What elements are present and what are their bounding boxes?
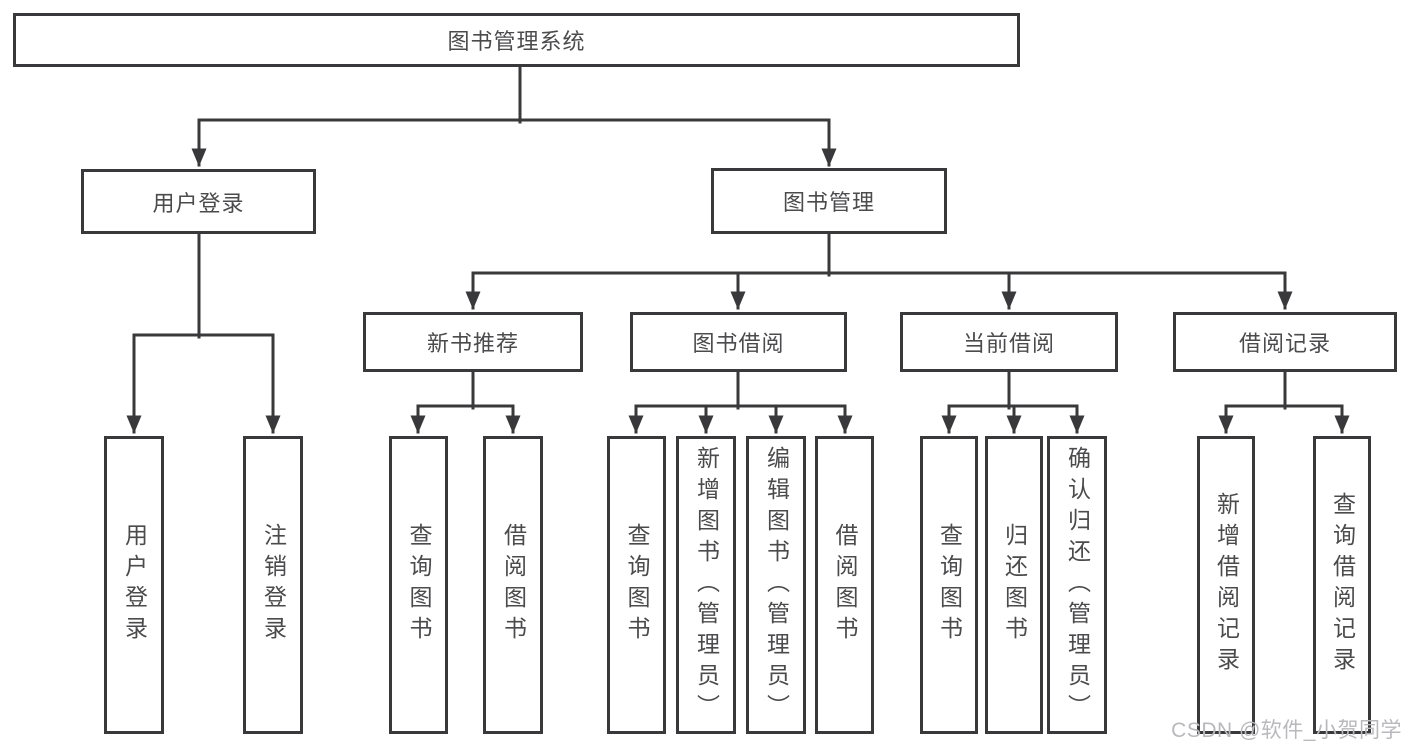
leaf-user-login-label: 用户登录: [121, 523, 148, 647]
leaf-borrow-books-borrowing-label: 借阅图书: [832, 523, 858, 647]
leaf-query-books-recommend: 查询图书: [389, 436, 448, 734]
node-user-login-label: 用户登录: [152, 190, 245, 216]
leaf-query-books-borrowing-label: 查询图书: [624, 523, 650, 647]
leaf-borrow-books-recommend-label: 借阅图书: [500, 523, 527, 647]
node-current-borrowing-label: 当前借阅: [962, 331, 1055, 356]
node-library-system-label: 图书管理系统: [447, 29, 586, 54]
node-new-book-recommendation-label: 新书推荐: [426, 331, 519, 356]
node-library-system: 图书管理系统: [13, 13, 1020, 67]
leaf-confirm-return-admin-label: 确认归还（管理员）: [1064, 445, 1091, 725]
leaf-user-login: 用户登录: [104, 436, 164, 734]
leaf-logout-login: 注销登录: [243, 436, 303, 734]
watermark: CSDN @软件_小贺同学: [1171, 719, 1402, 742]
node-current-borrowing: 当前借阅: [900, 312, 1118, 372]
node-user-login: 用户登录: [81, 169, 316, 234]
leaf-return-book: 归还图书: [985, 436, 1043, 734]
leaf-add-book-admin: 新增图书（管理员）: [676, 436, 736, 734]
leaf-borrow-books-borrowing: 借阅图书: [815, 436, 874, 734]
node-borrowing-records-label: 借阅记录: [1238, 331, 1331, 356]
node-new-book-recommendation: 新书推荐: [363, 312, 583, 372]
node-book-borrowing: 图书借阅: [630, 312, 847, 372]
leaf-confirm-return-admin: 确认归还（管理员）: [1047, 436, 1107, 734]
leaf-logout-login-label: 注销登录: [260, 523, 287, 647]
leaf-query-borrow-record: 查询借阅记录: [1313, 436, 1371, 734]
node-book-management-label: 图书管理: [782, 190, 875, 215]
leaf-query-books-borrowing: 查询图书: [607, 436, 666, 734]
leaf-add-book-admin-label: 新增图书（管理员）: [693, 445, 720, 725]
node-book-borrowing-label: 图书借阅: [692, 331, 785, 356]
leaf-borrow-books-recommend: 借阅图书: [483, 436, 543, 734]
leaf-query-books-recommend-label: 查询图书: [406, 523, 432, 647]
node-book-management: 图书管理: [711, 168, 947, 234]
leaf-query-borrow-record-label: 查询借阅记录: [1329, 492, 1356, 678]
leaf-query-books-current-label: 查询图书: [936, 523, 963, 647]
node-borrowing-records: 借阅记录: [1173, 312, 1397, 372]
leaf-edit-book-admin-label: 编辑图书（管理员）: [763, 445, 790, 725]
leaf-add-borrow-record: 新增借阅记录: [1197, 436, 1255, 734]
leaf-add-borrow-record-label: 新增借阅记录: [1213, 492, 1240, 678]
leaf-return-book-label: 归还图书: [1001, 523, 1028, 647]
leaf-query-books-current: 查询图书: [920, 436, 978, 734]
leaf-edit-book-admin: 编辑图书（管理员）: [746, 436, 806, 734]
